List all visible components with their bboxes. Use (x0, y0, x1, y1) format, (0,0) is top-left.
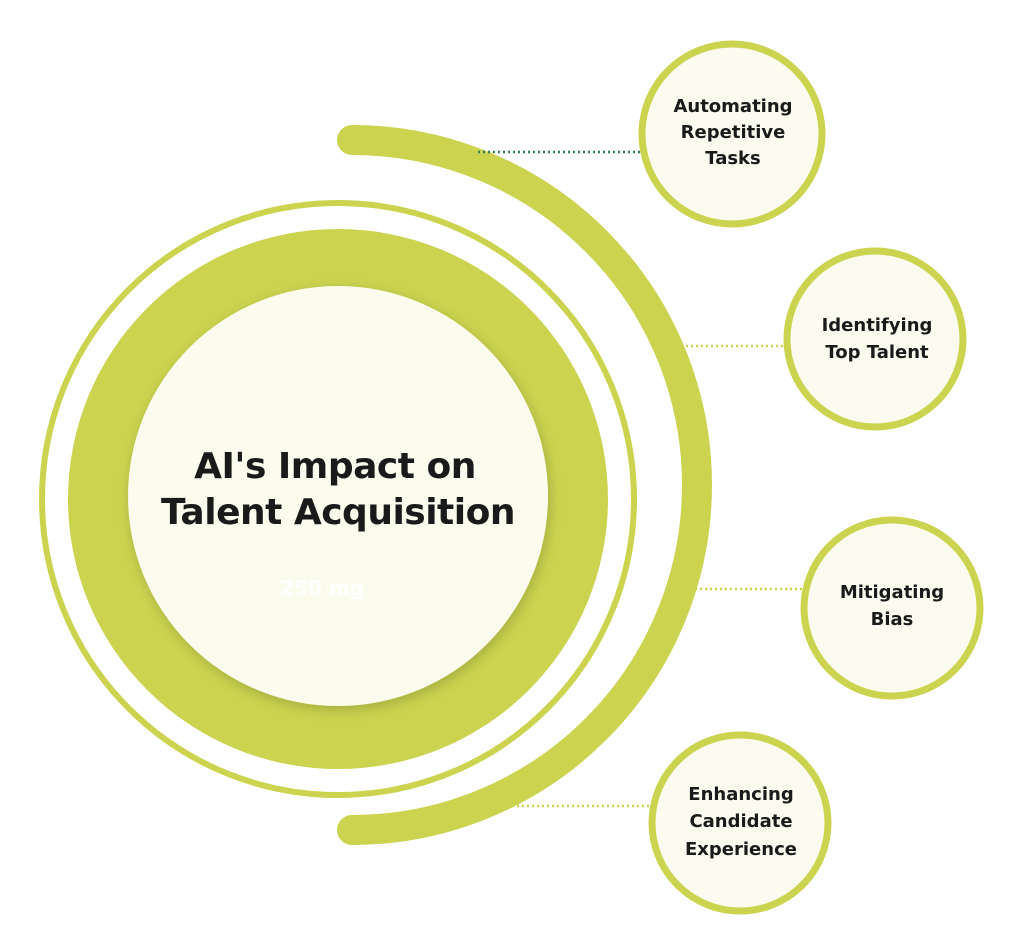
node-label-line: Mitigating (840, 582, 944, 603)
node-label-line: Enhancing (688, 784, 793, 805)
node-label-line: Candidate (689, 811, 792, 832)
outer-arc (337, 125, 712, 845)
center-disk (128, 286, 548, 706)
node-enhancing-candidate-experience: Enhancing Candidate Experience (648, 731, 832, 915)
node-circle (638, 40, 826, 228)
center-title-line2: Talent Acquisition (161, 492, 515, 533)
node-label-line: Identifying (822, 315, 933, 336)
node-mitigating-bias: Mitigating Bias (800, 516, 984, 700)
outer-thin-ring (39, 200, 637, 798)
node-label-line: Top Talent (825, 342, 929, 363)
node-identifying-top-talent: Identifying Top Talent (783, 247, 967, 431)
node-label-line: Repetitive (681, 122, 786, 143)
node-label-line: Bias (871, 609, 914, 630)
node-circle (783, 247, 967, 431)
node-label-line: Automating (673, 96, 792, 117)
node-automating-repetitive-tasks: Automating Repetitive Tasks (638, 40, 826, 228)
node-label-line: Tasks (705, 148, 761, 169)
node-label-line: Experience (685, 839, 797, 860)
node-circle (648, 731, 832, 915)
center-title-line1: AI's Impact on (194, 446, 476, 487)
center-faint-text: 250 mg (280, 576, 364, 600)
node-circle (800, 516, 984, 700)
